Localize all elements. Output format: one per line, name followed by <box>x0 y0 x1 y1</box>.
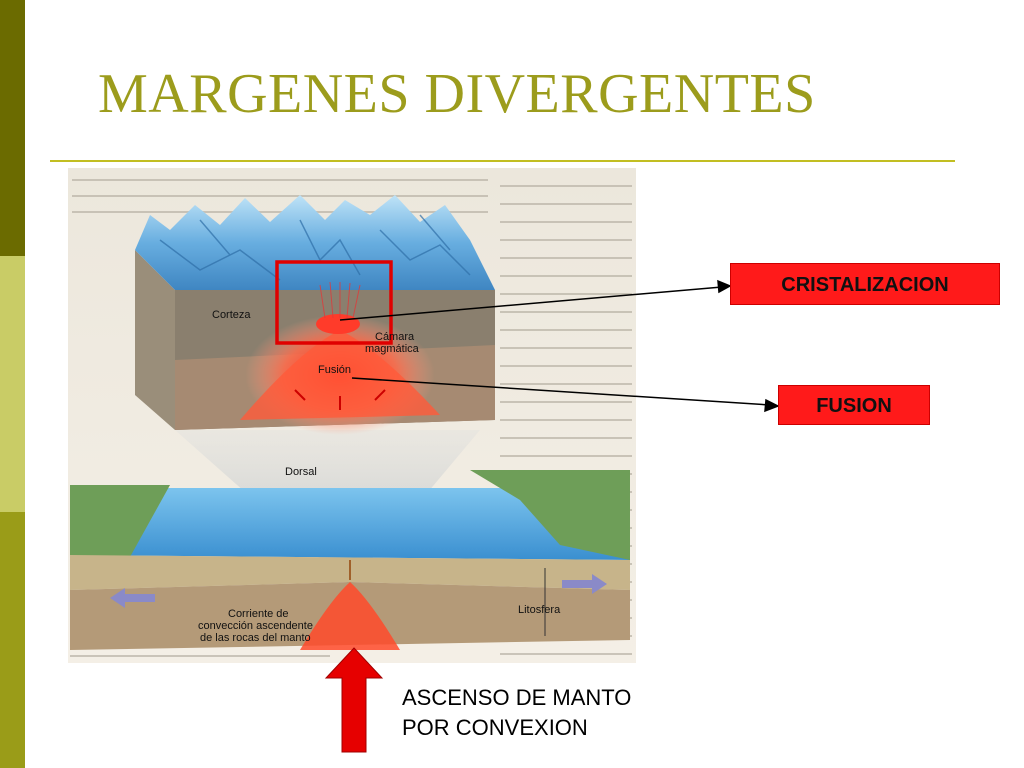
sidebar-dark-segment <box>0 0 25 256</box>
sidebar-olive-segment <box>0 512 25 768</box>
label-corriente-3: de las rocas del manto <box>200 632 311 644</box>
label-corteza: Corteza <box>212 309 251 321</box>
slide-title: MARGENES DIVERGENTES <box>98 63 816 125</box>
callout-cristalizacion: CRISTALIZACION <box>730 263 1000 305</box>
mountain-ridges <box>159 214 471 281</box>
label-litosfera: Litosfera <box>518 604 561 616</box>
label-camara-1: Cámara <box>375 331 415 343</box>
label-fusion-inner: Fusión <box>318 364 351 376</box>
callout-pointers <box>339 279 780 413</box>
label-corriente-2: convección ascendente <box>198 620 313 632</box>
rift-fissures <box>319 281 361 319</box>
caption-line-2: POR CONVEXION <box>402 715 588 740</box>
upper-block-left-face <box>135 250 175 430</box>
label-dorsal: Dorsal <box>285 466 317 478</box>
right-continent <box>470 470 630 560</box>
title-underline <box>50 160 955 162</box>
fusion-flow-arrows <box>294 389 386 410</box>
sidebar-light-segment <box>0 256 25 512</box>
ridge-plume <box>300 582 400 650</box>
plate-arrow-right <box>562 574 607 594</box>
callout-fusion: FUSION <box>778 385 930 425</box>
plate-arrow-left <box>110 588 155 608</box>
mountain-surface <box>135 195 495 290</box>
label-corriente-1: Corriente de <box>228 608 289 620</box>
label-camara-2: magmática <box>365 343 420 355</box>
mantle-caption: ASCENSO DE MANTO POR CONVEXION <box>402 683 631 743</box>
fusion-zone <box>240 330 440 420</box>
mantle-ascent-arrow <box>324 647 384 753</box>
highlight-box <box>275 260 393 345</box>
caption-line-1: ASCENSO DE MANTO <box>402 685 632 710</box>
ocean-surface <box>70 488 630 560</box>
left-continent <box>70 485 170 575</box>
